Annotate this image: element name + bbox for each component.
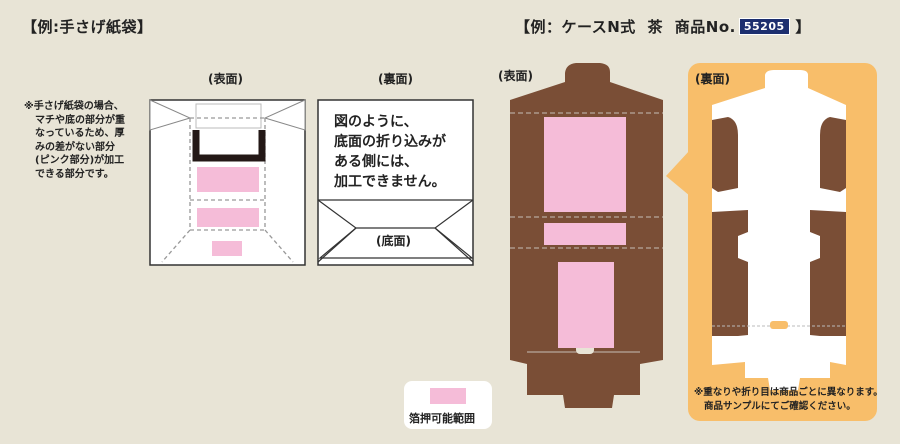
foil-area	[558, 262, 614, 348]
bag-back-panel	[317, 99, 474, 266]
bag-back-label: (裏面)	[378, 72, 413, 86]
case-front-label: (表面)	[498, 69, 533, 83]
right-title-prefix: 【例：ケースN式	[515, 18, 636, 36]
bag-back-message-line: 底面の折り込みが	[334, 134, 446, 150]
bag-back-message-line: 図のように、	[334, 114, 418, 130]
bag-note-line: (ピンク部分)が加工	[35, 155, 125, 166]
case-note: ※重なりや折り目は商品ごとに異なります。 商品サンプルにてご確認ください。	[694, 386, 883, 414]
foil-area	[212, 241, 242, 256]
foil-area	[544, 117, 626, 212]
bag-note-line: みの差がない部分	[35, 141, 115, 153]
right-title-product: 商品No.	[674, 18, 736, 36]
left-title: 【例:手さげ紙袋】	[22, 18, 153, 36]
foil-area	[544, 223, 626, 245]
bag-note-line: なっているため、厚	[35, 128, 125, 139]
bag-back-message-line: ある側には、	[334, 154, 418, 170]
legend-label: 箔押可能範囲	[409, 412, 475, 425]
bag-note-line: ※手さげ紙袋の場合、	[24, 101, 124, 112]
bag-front-label: (表面)	[208, 72, 243, 86]
bag-bottom-label: (底面)	[376, 234, 411, 248]
case-back-label: (裏面)	[695, 72, 730, 86]
product-number-badge: 55205	[738, 18, 790, 35]
case-note-line: ※重なりや折り目は商品ごとに異なります。	[694, 387, 883, 398]
right-title: 【例：ケースN式 茶 商品No.55205 】	[515, 16, 811, 37]
foil-area	[197, 208, 259, 227]
foil-area	[197, 167, 259, 192]
right-title-suffix: 】	[795, 18, 811, 36]
bag-back-message-line: 加工できません。	[334, 174, 446, 190]
case-back-callout	[666, 63, 877, 421]
bag-note-line: できる部分です。	[35, 168, 114, 180]
bag-note: ※手さげ紙袋の場合、 マチや底の部分が重 なっているため、厚 みの差がない部分 …	[24, 100, 125, 181]
right-title-tea: 茶	[647, 18, 664, 36]
bag-back-message: 図のように、 底面の折り込みが ある側には、 加工できません。	[334, 112, 446, 192]
case-note-line: 商品サンプルにてご確認ください。	[704, 401, 856, 412]
bag-note-line: マチや底の部分が重	[35, 114, 125, 126]
